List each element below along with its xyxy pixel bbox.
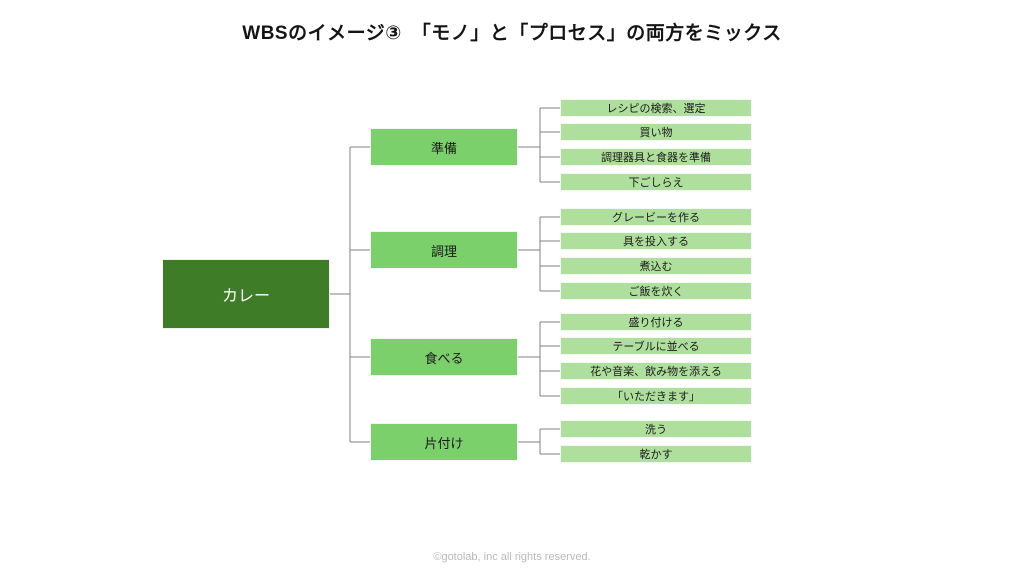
- wbs-phase-1-task-4[interactable]: 下ごしらえ: [560, 173, 752, 191]
- wbs-phase-3-task-2[interactable]: テーブルに並べる: [560, 337, 752, 355]
- wbs-phase-4-task-2[interactable]: 乾かす: [560, 445, 752, 463]
- wbs-phase-3-task-3[interactable]: 花や音楽、飲み物を添える: [560, 362, 752, 380]
- wbs-phase-2-task-4[interactable]: ご飯を炊く: [560, 282, 752, 300]
- wbs-phase-1-task-1[interactable]: レシピの検索、選定: [560, 99, 752, 117]
- wbs-phase-3-task-1[interactable]: 盛り付ける: [560, 313, 752, 331]
- wbs-phase-2-node[interactable]: 調理: [370, 231, 518, 269]
- wbs-phase-2-task-3[interactable]: 煮込む: [560, 257, 752, 275]
- wbs-root-node[interactable]: カレー: [162, 259, 330, 329]
- wbs-phase-1-task-3[interactable]: 調理器具と食器を準備: [560, 148, 752, 166]
- wbs-phase-2-task-1[interactable]: グレービーを作る: [560, 208, 752, 226]
- wbs-phase-3-node[interactable]: 食べる: [370, 338, 518, 376]
- wbs-phase-2-task-2[interactable]: 具を投入する: [560, 232, 752, 250]
- wbs-phase-4-node[interactable]: 片付け: [370, 423, 518, 461]
- wbs-phase-4-task-1[interactable]: 洗う: [560, 420, 752, 438]
- wbs-phase-3-task-4[interactable]: 「いただきます」: [560, 387, 752, 405]
- wbs-phase-1-node[interactable]: 準備: [370, 128, 518, 166]
- wbs-phase-1-task-2[interactable]: 買い物: [560, 123, 752, 141]
- footer-copyright: ©gotolab, inc all rights reserved.: [433, 551, 591, 563]
- page-title: WBSのイメージ③ 「モノ」と「プロセス」の両方をミックス: [242, 23, 782, 44]
